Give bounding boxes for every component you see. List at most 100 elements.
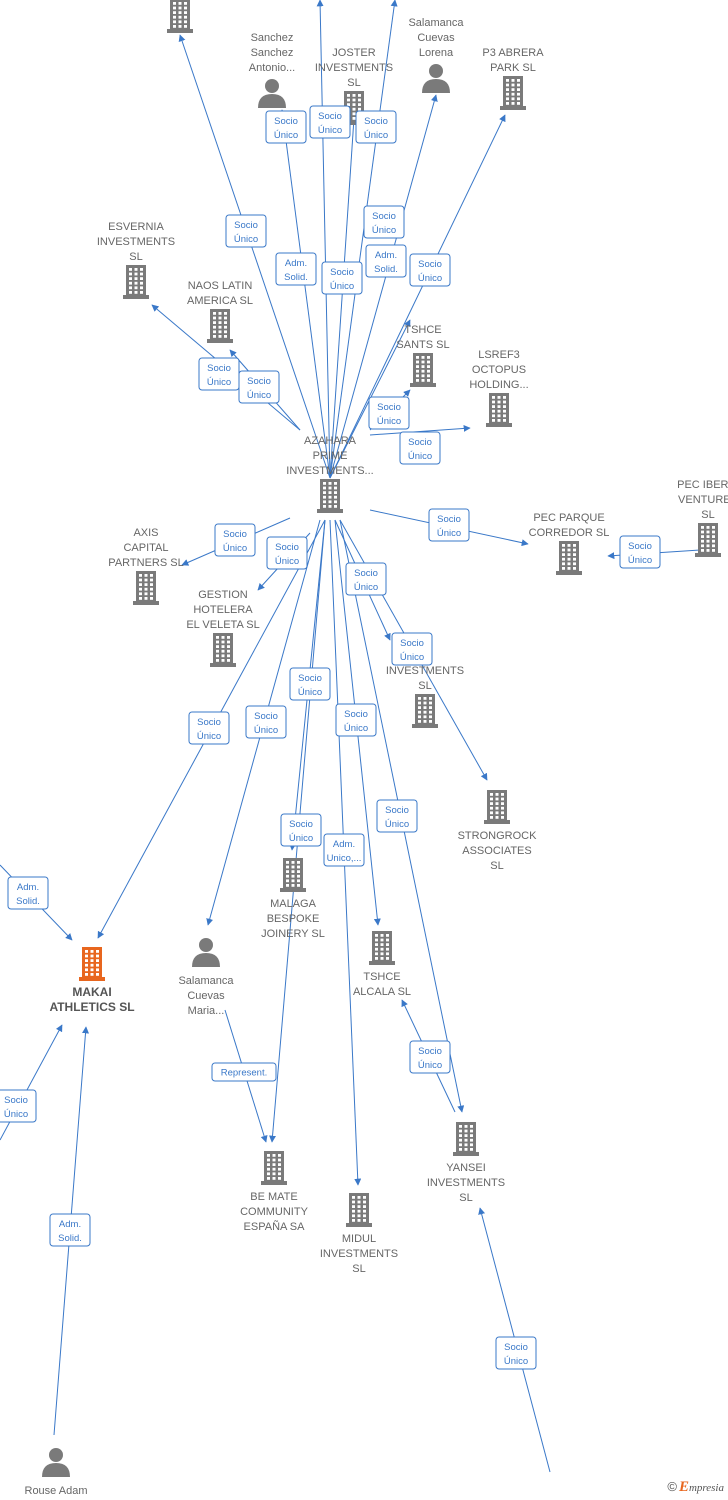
edge-line-2 xyxy=(316,0,331,479)
edge-label-frame xyxy=(225,214,267,248)
edge-label-text: Único xyxy=(408,451,432,462)
edge-label-text: Socio xyxy=(354,568,378,579)
edge-label-text: Único xyxy=(289,833,313,844)
node-label-line: PEC PARQUE xyxy=(533,512,604,524)
node-lsref3[interactable]: LSREF3OCTOPUSHOLDING... xyxy=(469,349,529,427)
edge-label-frame xyxy=(376,799,418,833)
node-sanchez[interactable]: SanchezSanchezAntonio... xyxy=(249,32,295,108)
edge-label-box[interactable]: Adm.Unico,... xyxy=(323,833,365,867)
building-icon xyxy=(453,1122,479,1156)
node-pec-iberia[interactable]: PEC IBERIAVENTURESSL xyxy=(677,479,728,557)
node-rouse[interactable]: Rouse Adam xyxy=(25,1448,88,1497)
brand-initial: E xyxy=(678,1479,689,1495)
edge-label-box[interactable]: Adm.Solid. xyxy=(365,244,407,278)
edge-label-box[interactable]: Adm.Solid. xyxy=(49,1213,91,1247)
building-icon xyxy=(123,265,149,299)
node-azahara[interactable]: AZAHARAPRIMEINVESTMENTS... xyxy=(286,435,374,513)
edge-label-text: Socio xyxy=(275,542,299,553)
node-label-line: BESPOKE xyxy=(267,913,320,925)
edge-label-text: Socio xyxy=(254,711,278,722)
edge-label-text: Adm. xyxy=(333,839,355,850)
edge-label-frame xyxy=(266,536,308,570)
edge-label-text: Único xyxy=(197,731,221,742)
edge-label-text: Socio xyxy=(207,363,231,374)
node-label-line: AXIS xyxy=(133,527,158,539)
edge-label-frame xyxy=(409,1040,451,1074)
edge-label-text: Único xyxy=(298,687,322,698)
node-label-line: NAOS LATIN xyxy=(188,280,253,292)
edge-label-text: Socio xyxy=(400,638,424,649)
node-label-line: INVESTMENTS xyxy=(320,1248,398,1260)
edge-label-text: Único xyxy=(234,234,258,245)
node-dy-inv[interactable]: DYINVESTMENTSSL xyxy=(386,650,464,728)
node-top-co[interactable] xyxy=(167,0,193,33)
edge-label-text: Socio xyxy=(274,116,298,127)
edge-labels-layer: SocioÚnicoSocioÚnicoSocioÚnicoSocioÚnico… xyxy=(0,105,661,1370)
edge-label-text: Socio xyxy=(377,402,401,413)
edge-label-box[interactable]: Represent. xyxy=(211,1062,277,1082)
edge-label-text: Socio xyxy=(418,1046,442,1057)
node-label-line: MAKAI xyxy=(72,985,111,999)
node-label-line: STRONGROCK xyxy=(458,830,538,842)
edge-label-box[interactable]: Adm.Solid. xyxy=(7,876,49,910)
edge-label-frame xyxy=(7,876,49,910)
edge-label-text: Único xyxy=(207,377,231,388)
edge-label-text: Único xyxy=(418,1060,442,1071)
edge-line-4 xyxy=(329,117,358,479)
edge-label-frame xyxy=(391,632,433,666)
edge-label-frame xyxy=(355,110,397,144)
edge-label-box[interactable]: Adm.Solid. xyxy=(275,252,317,286)
edge-label-frame xyxy=(619,535,661,569)
edge-label-text: Socio xyxy=(289,819,313,830)
node-salamanca-maria[interactable]: SalamancaCuevasMaria... xyxy=(178,938,234,1017)
edge-line-28 xyxy=(0,1024,63,1141)
edge-label-text: Único xyxy=(372,225,396,236)
edge-label-frame xyxy=(428,508,470,542)
node-label-line: MIDUL xyxy=(342,1233,376,1245)
node-label-line: EL VELETA SL xyxy=(186,619,259,631)
edge-label-text: Único xyxy=(628,555,652,566)
